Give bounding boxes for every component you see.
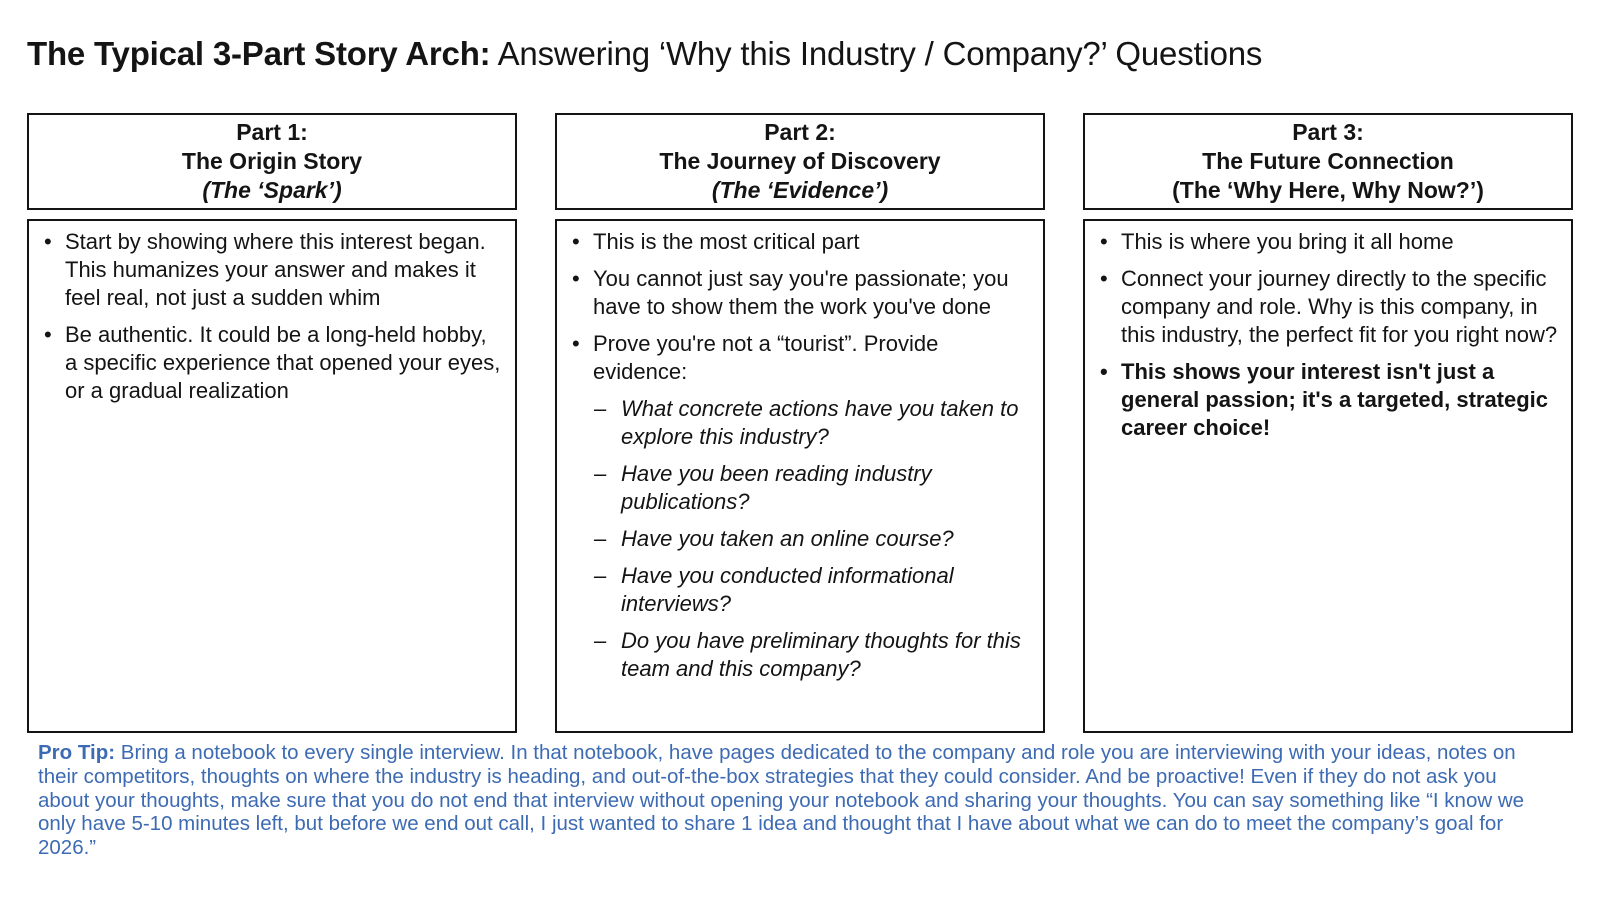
part-1-header-line-2: The Origin Story — [181, 148, 363, 174]
bullet-item: This is where you bring it all home — [1085, 228, 1559, 256]
pro-tip-label: Pro Tip: — [38, 741, 116, 764]
part-3-header-line-3: (The ‘Why Here, Why Now?’) — [1172, 177, 1484, 203]
bullet-item: Start by showing where this interest beg… — [29, 228, 503, 312]
column-part-3-header: Part 3: The Future Connection (The ‘Why … — [1083, 113, 1573, 210]
bullet-item: You cannot just say you're passionate; y… — [557, 265, 1031, 321]
bullet-text: Prove you're not a “tourist”. Provide ev… — [593, 331, 939, 384]
column-part-2: Part 2: The Journey of Discovery (The ‘E… — [555, 113, 1045, 733]
sub-bullet-item: Do you have preliminary thoughts for thi… — [593, 627, 1031, 683]
part-3-header-line-2: The Future Connection — [1202, 148, 1454, 174]
column-part-1-body: Start by showing where this interest beg… — [27, 219, 517, 733]
page-title: The Typical 3-Part Story Arch: Answering… — [27, 34, 1262, 74]
three-column-layout: Part 1: The Origin Story (The ‘Spark’) S… — [27, 113, 1573, 733]
page-title-rest: Answering ‘Why this Industry / Company?’… — [497, 35, 1263, 72]
sub-bullet-item: Have you been reading industry publicati… — [593, 460, 1031, 516]
bullet-item-emphasis: This shows your interest isn't just a ge… — [1085, 358, 1559, 442]
column-part-2-header: Part 2: The Journey of Discovery (The ‘E… — [555, 113, 1045, 210]
part-3-header-line-1: Part 3: — [1292, 119, 1364, 145]
part-2-bullet-list: This is the most critical part You canno… — [557, 228, 1031, 683]
sub-bullet-item: What concrete actions have you taken to … — [593, 395, 1031, 451]
part-1-header-line-3: (The ‘Spark’) — [202, 177, 342, 203]
part-2-header-line-2: The Journey of Discovery — [659, 148, 941, 174]
pro-tip-text: Bring a notebook to every single intervi… — [38, 741, 1525, 860]
column-part-3: Part 3: The Future Connection (The ‘Why … — [1083, 113, 1573, 733]
column-part-2-body: This is the most critical part You canno… — [555, 219, 1045, 733]
column-part-3-body: This is where you bring it all home Conn… — [1083, 219, 1573, 733]
bullet-item: Connect your journey directly to the spe… — [1085, 265, 1559, 349]
part-2-header-line-3: (The ‘Evidence’) — [711, 177, 889, 203]
page-title-bold: The Typical 3-Part Story Arch: — [27, 35, 491, 72]
sub-bullet-item: Have you conducted informational intervi… — [593, 562, 1031, 618]
part-2-sub-bullet-list: What concrete actions have you taken to … — [593, 395, 1031, 683]
column-part-1-header: Part 1: The Origin Story (The ‘Spark’) — [27, 113, 517, 210]
sub-bullet-item: Have you taken an online course? — [593, 525, 1031, 553]
part-3-bullet-list: This is where you bring it all home Conn… — [1085, 228, 1559, 442]
part-1-header-line-1: Part 1: — [236, 119, 308, 145]
bullet-item: Be authentic. It could be a long-held ho… — [29, 321, 503, 405]
part-2-header-line-1: Part 2: — [764, 119, 836, 145]
bullet-item: Prove you're not a “tourist”. Provide ev… — [557, 330, 1031, 683]
column-part-1: Part 1: The Origin Story (The ‘Spark’) S… — [27, 113, 517, 733]
part-1-bullet-list: Start by showing where this interest beg… — [29, 228, 503, 405]
bullet-item: This is the most critical part — [557, 228, 1031, 256]
pro-tip: Pro Tip: Bring a notebook to every singl… — [38, 741, 1526, 860]
